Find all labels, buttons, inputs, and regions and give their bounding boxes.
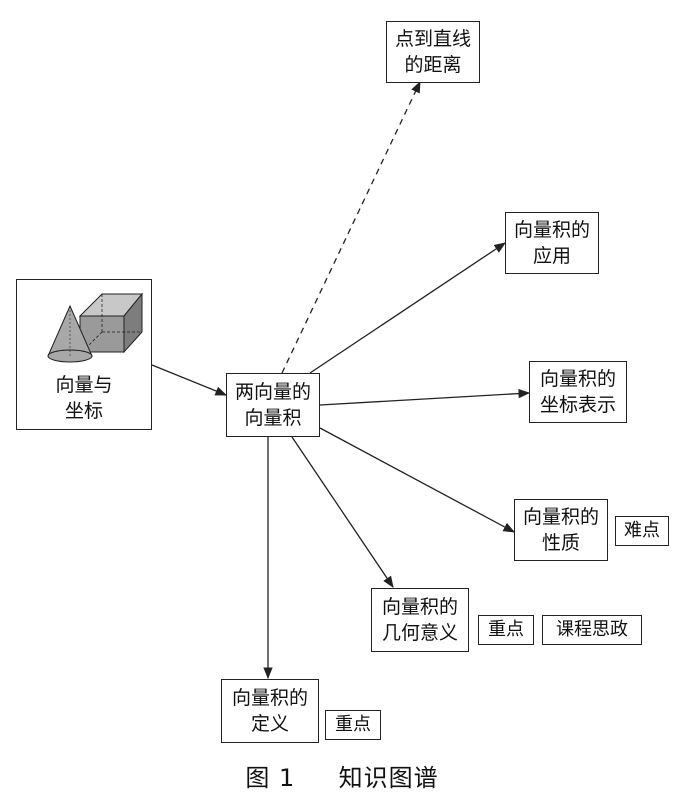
node-label-line: 坐标表示	[539, 394, 616, 416]
node-vector-product-properties: 向量积的 性质	[514, 499, 608, 561]
node-label-line: 向量积的	[539, 368, 616, 390]
node-label-line: 几何意义	[381, 622, 458, 644]
node-label-line: 向量积的	[231, 687, 308, 709]
tag-ideological-course: 课程思政	[542, 615, 642, 645]
node-label-line: 向量积的	[522, 506, 599, 528]
tag-key-point: 重点	[478, 615, 534, 645]
node-label-line: 定义	[250, 713, 289, 735]
arrow-center-to-distance	[281, 80, 421, 374]
node-vector-product-definition: 向量积的 定义	[221, 679, 319, 743]
node-vector-product-of-two-vectors: 两向量的 向量积	[226, 373, 320, 437]
arrow-center-to-geometric	[291, 436, 394, 588]
tag-difficulty: 难点	[615, 516, 669, 546]
node-label-line: 向量与	[55, 374, 113, 396]
node-label-line: 向量积的	[513, 219, 590, 241]
figure-title: 知识图谱	[338, 764, 439, 792]
node-label-line: 两向量的	[234, 381, 311, 403]
node-vector-product-geometric-meaning: 向量积的 几何意义	[371, 588, 469, 652]
node-label-line: 向量积的	[381, 596, 458, 618]
node-point-to-line-distance: 点到直线 的距离	[386, 21, 480, 83]
node-label-line: 的距离	[404, 54, 462, 76]
figure-number: 图 1	[245, 764, 296, 792]
node-label-line: 坐标	[64, 400, 103, 422]
arrow-center-to-property	[319, 427, 516, 533]
arrow-center-to-application	[309, 242, 506, 374]
arrow-source-to-center	[151, 364, 228, 396]
arrow-center-to-coordinate	[319, 388, 531, 406]
node-vector-product-coordinates: 向量积的 坐标表示	[529, 361, 627, 423]
node-label-line: 性质	[541, 532, 580, 554]
node-label-line: 点到直线	[394, 28, 471, 50]
node-label-line: 应用	[532, 245, 571, 267]
tag-key-point: 重点	[325, 710, 381, 740]
node-label-line: 向量积	[244, 407, 302, 429]
node-vector-product-application: 向量积的 应用	[505, 212, 599, 274]
cube-and-cone-icon	[47, 292, 144, 363]
figure-caption: 图 1 知识图谱	[0, 758, 684, 793]
node-vectors-and-coordinates: 向量与 坐标	[16, 279, 152, 430]
